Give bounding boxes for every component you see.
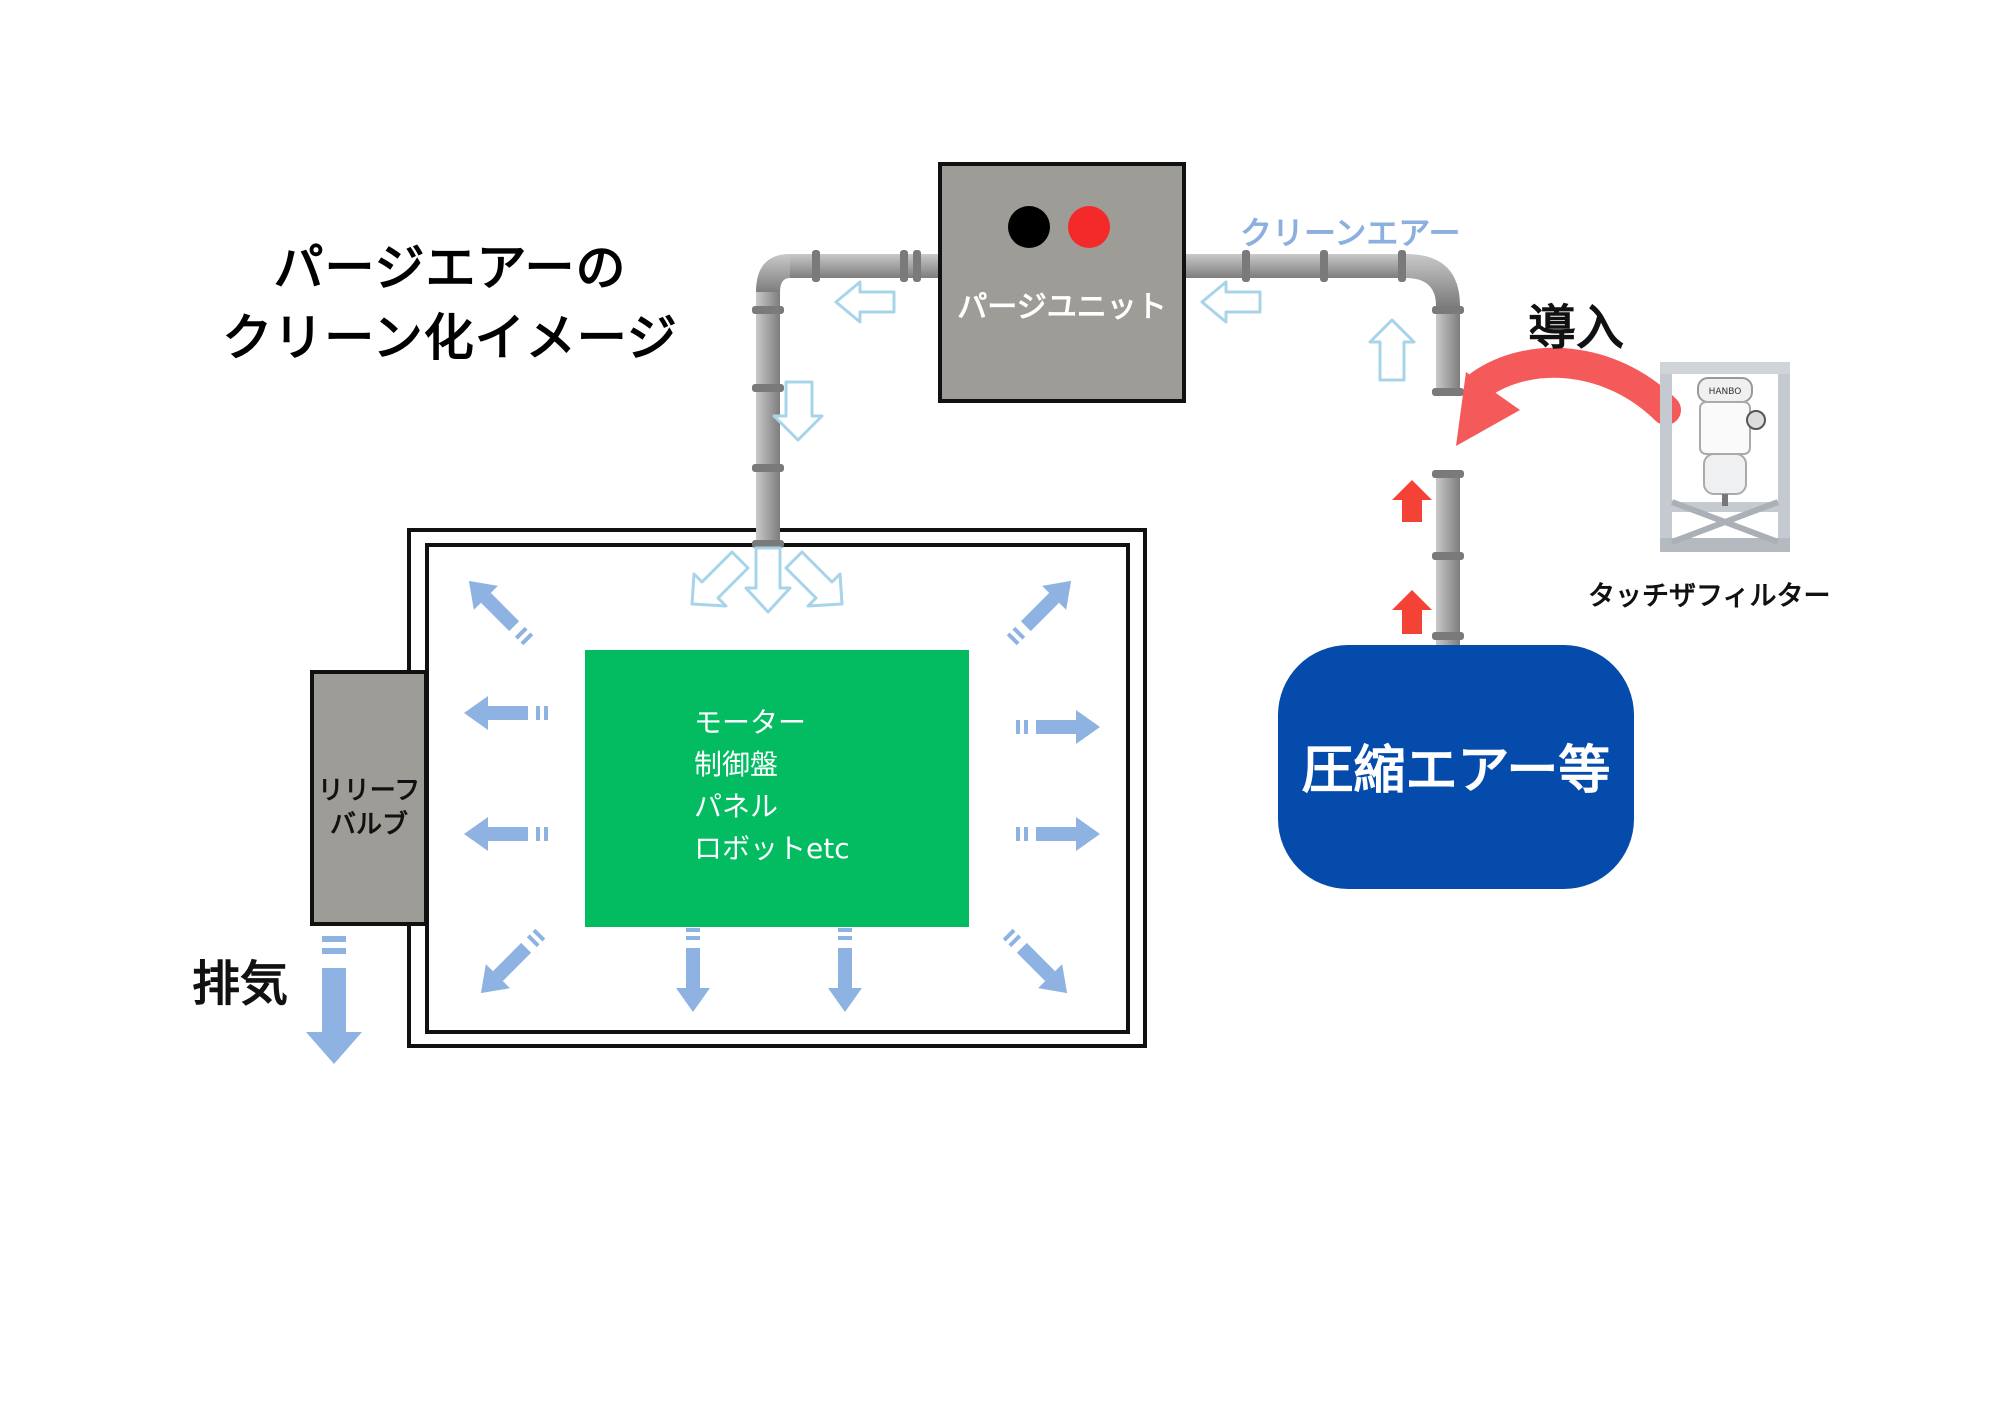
red-indicator-icon	[1068, 206, 1110, 248]
touch-filter-label: タッチザフィルター	[1588, 581, 1831, 612]
left-pipe	[752, 250, 940, 548]
arrow-left-2	[464, 817, 548, 851]
relief-valve-label-line1: リリーフ	[317, 776, 421, 806]
equipment-item-control-panel: 制御盤	[694, 748, 779, 781]
touch-filter-device-icon: HANBO	[1660, 362, 1790, 552]
dispersion-arrows	[306, 580, 1100, 1064]
clean-air-arrows	[690, 280, 1416, 614]
arrow-right-2	[1016, 817, 1100, 851]
clean-air-label: クリーンエアー	[1240, 214, 1461, 252]
outline-arrow-left-1	[834, 280, 896, 324]
arrow-down-2	[828, 928, 862, 1012]
arrow-right-1	[1016, 710, 1100, 744]
intro-arrow	[1456, 347, 1681, 446]
red-arrow-up-2	[1392, 590, 1432, 634]
black-indicator-icon	[1008, 206, 1050, 248]
arrow-up-right	[1006, 580, 1072, 646]
supply-pipe	[1432, 470, 1464, 646]
supply-arrows	[1392, 480, 1432, 634]
filter-brand-text: HANBO	[1709, 387, 1742, 397]
equipment-item-motor: モーター	[694, 706, 807, 739]
right-pipe	[1186, 250, 1464, 396]
red-arrow-up-1	[1392, 480, 1432, 522]
exhaust-arrow	[306, 936, 362, 1064]
outline-arrow-left-2	[1200, 280, 1262, 324]
purge-unit-label: パージユニット	[957, 290, 1167, 325]
relief-valve-label-line2: バルブ	[329, 810, 408, 840]
arrow-up-left	[468, 580, 534, 646]
arrow-left-1	[464, 696, 548, 730]
outline-arrow-down	[772, 380, 824, 442]
exhaust-label: 排気	[192, 956, 289, 1012]
purge-unit	[938, 162, 1186, 403]
outline-arrow-in-right	[784, 550, 844, 608]
intro-label: 導入	[1528, 300, 1625, 356]
compressed-air-source	[1278, 645, 1634, 889]
arrow-down-1	[676, 928, 710, 1012]
diagram-title-line2: クリーン化イメージ	[222, 309, 678, 367]
arrow-down-left	[480, 928, 546, 994]
compressed-air-label: 圧縮エアー等	[1301, 741, 1611, 801]
diagram-title-line1: パージエアーの	[273, 239, 627, 297]
outline-arrow-in-center	[744, 546, 792, 614]
equipment-item-robot: ロボットetc	[694, 832, 850, 865]
equipment-area	[585, 650, 969, 927]
arrow-down-right	[1002, 928, 1068, 994]
equipment-item-panel: パネル	[694, 790, 779, 823]
relief-valve	[310, 670, 428, 926]
outline-arrow-in-left	[690, 550, 750, 608]
outline-arrow-up	[1368, 318, 1416, 382]
